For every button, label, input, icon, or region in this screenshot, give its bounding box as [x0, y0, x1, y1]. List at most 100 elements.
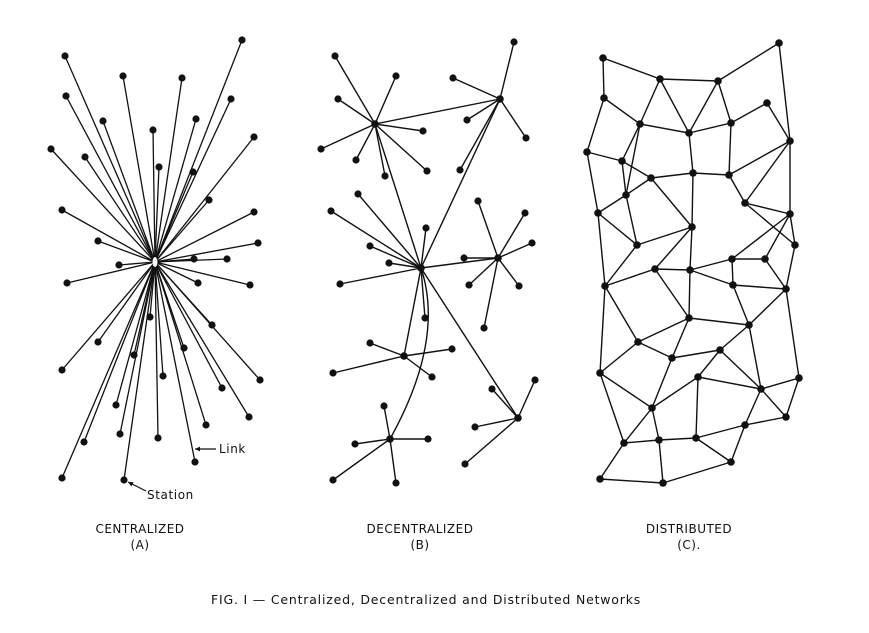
centralized-station [180, 344, 188, 352]
distributed-link [599, 478, 664, 484]
distributed-link [731, 258, 734, 286]
distributed-station [741, 421, 749, 429]
distributed-link [719, 349, 762, 390]
distributed-link [744, 202, 796, 246]
centralized-station [130, 351, 138, 359]
centralized-link [97, 261, 156, 343]
centralized-station [202, 421, 210, 429]
distributed-link [728, 140, 791, 176]
decentralized-station [463, 116, 471, 124]
distributed-link [744, 388, 762, 426]
centralized-station [245, 413, 253, 421]
centralized-station [62, 92, 70, 100]
decentralized-link [491, 388, 519, 419]
panel-sublabel-c: (C). [677, 538, 701, 552]
distributed-station [686, 266, 694, 274]
distributed-link [695, 424, 746, 439]
centralized-link [154, 211, 255, 263]
distributed-station [757, 385, 765, 393]
distributed-link [744, 202, 791, 215]
distributed-link [597, 212, 638, 246]
decentralized-station [424, 435, 432, 443]
distributed-link [785, 244, 796, 290]
link-annotation-label: Link [219, 442, 246, 456]
link-arrow-head [195, 446, 200, 452]
distributed-link [760, 388, 787, 418]
distributed-link [651, 357, 673, 409]
centralized-link [123, 261, 156, 481]
decentralized-station [488, 385, 496, 393]
decentralized-station [329, 476, 337, 484]
distributed-station [795, 374, 803, 382]
centralized-station [94, 338, 102, 346]
centralized-link [66, 261, 156, 284]
distributed-link [621, 160, 652, 179]
centralized-station [58, 366, 66, 374]
distributed-link [689, 269, 734, 286]
decentralized-station [366, 339, 374, 347]
distributed-link [586, 151, 623, 162]
distributed-station [596, 369, 604, 377]
decentralized-link [420, 227, 427, 269]
centralized-station [80, 438, 88, 446]
centralized-station [218, 384, 226, 392]
centralized-station [146, 313, 154, 321]
decentralized-link [337, 98, 376, 125]
centralized-station [191, 458, 199, 466]
distributed-link [654, 268, 691, 271]
centralized-station [178, 74, 186, 82]
centralized-link [154, 77, 183, 263]
centralized-station [154, 434, 162, 442]
panel-label-decentralized: DECENTRALIZED (B) [367, 521, 474, 553]
centralized-station [58, 474, 66, 482]
decentralized-trunk [403, 267, 422, 357]
decentralized-hub [514, 414, 522, 422]
centralized-link [154, 261, 164, 377]
distributed-link [654, 226, 693, 270]
panel-label-distributed: DISTRIBUTED (C). [646, 521, 732, 553]
centralized-link [122, 75, 156, 263]
decentralized-link [374, 123, 424, 132]
centralized-station [246, 281, 254, 289]
centralized-link [154, 242, 259, 263]
distributed-link [785, 377, 800, 418]
distributed-station [620, 439, 628, 447]
distributed-link [651, 407, 660, 441]
distributed-station [786, 210, 794, 218]
centralized-station [238, 36, 246, 44]
centralized-link [61, 209, 156, 263]
centralized-link [154, 39, 243, 263]
centralized-link [154, 261, 261, 381]
distributed-link [732, 284, 787, 290]
distributed-link [692, 172, 730, 176]
centralized-station [94, 237, 102, 245]
decentralized-station [515, 282, 523, 290]
centralized-network [47, 36, 264, 484]
decentralized-link [420, 267, 426, 319]
decentralized-station [474, 197, 482, 205]
centralized-station [115, 261, 123, 269]
centralized-link [61, 261, 156, 479]
decentralized-link [497, 257, 520, 287]
distributed-station [668, 354, 676, 362]
centralized-link [115, 261, 156, 406]
decentralized-station [460, 254, 468, 262]
distributed-station [791, 241, 799, 249]
distributed-link [651, 376, 699, 409]
decentralized-link [466, 98, 501, 121]
decentralized-station [465, 281, 473, 289]
decentralized-station [423, 167, 431, 175]
centralized-link [154, 261, 250, 418]
decentralized-station [522, 134, 530, 142]
distributed-link [658, 439, 664, 484]
central-hub-gap [152, 257, 158, 267]
distributed-link [636, 226, 693, 246]
decentralized-station [381, 172, 389, 180]
distributed-link [597, 194, 627, 214]
decentralized-link [354, 438, 391, 445]
distributed-link [697, 376, 762, 390]
decentralized-station [461, 460, 469, 468]
distributed-link [671, 317, 690, 359]
distributed-link [689, 258, 733, 271]
decentralized-station [471, 423, 479, 431]
